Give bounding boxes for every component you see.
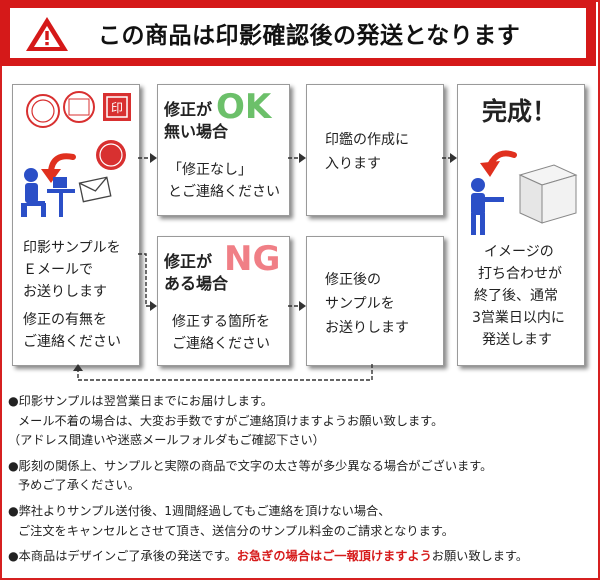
ng-heading-1: 修正が <box>164 252 213 271</box>
done-line4: 3営業日以内に <box>472 310 565 326</box>
note-4: ●本商品はデザインご了承後の発送です。お急ぎの場合はご一報頂けますようお願い致し… <box>8 547 594 567</box>
done-line2: 打ち合わせが <box>478 266 562 282</box>
note-4b: お願い致します。 <box>431 549 529 564</box>
notes-section: ●印影サンプルは翌営業日までにお届けします。 メール不着の場合は、大変お手数です… <box>8 392 594 567</box>
note-4-red: お急ぎの場合はご一報頂けますよう <box>236 549 432 564</box>
col1-line2: Ｅメールで <box>23 262 93 278</box>
col1-line3: お送りします <box>23 284 107 300</box>
note-4a: ●本商品はデザインご了承後の発送です。 <box>8 549 237 564</box>
ok-heading-2: 無い場合 <box>164 122 229 141</box>
col1-line1: 印影サンプルを <box>23 240 121 256</box>
note-3b: ご注文をキャンセルとさせて頂き、送信分のサンプル料金のご請求となります。 <box>18 523 454 538</box>
resend-sample-box: 修正後の サンプルを お送りします <box>306 236 444 366</box>
ng-line1: 修正する箇所を <box>172 314 270 330</box>
note-2: ●彫刻の関係上、サンプルと実際の商品で文字の太さ等が多少異なる場合がございます。 <box>8 458 493 473</box>
ng-heading-2: ある場合 <box>164 274 229 293</box>
note-1: ●印影サンプルは翌営業日までにお届けします。 <box>8 394 273 408</box>
col1-line4: 修正の有無を <box>23 312 107 328</box>
note-3: ●弊社よりサンプル送付後、1週間経過してもご連絡を頂けない場合、 <box>8 503 391 518</box>
ng-result-line2: サンプルを <box>325 296 395 312</box>
col1-line5: ご連絡ください <box>23 334 121 350</box>
note-2b: 予めご了承ください。 <box>18 478 140 493</box>
header-banner: この商品は印影確認後の発送となります <box>0 0 596 66</box>
ng-result-line1: 修正後の <box>325 272 381 288</box>
stamp-sample-illustration: 印 <box>21 91 131 217</box>
start-production-box: 印鑑の作成に 入ります <box>306 84 444 216</box>
sample-email-box: 印 印影サンプルを Ｅメールで お送りします 修正の有無を ご連絡ください <box>12 84 140 366</box>
done-line1: イメージの <box>484 244 554 260</box>
warning-triangle-icon <box>26 17 68 51</box>
ng-badge: NG <box>224 239 281 279</box>
svg-text:印: 印 <box>111 101 123 115</box>
ng-line2: ご連絡ください <box>172 336 270 352</box>
ng-result-line3: お送りします <box>325 320 409 336</box>
ok-line1: 「修正なし」 <box>168 162 252 178</box>
ok-heading-1: 修正が <box>164 100 213 119</box>
ok-line2: とご連絡ください <box>168 184 280 200</box>
shipping-person-illustration <box>471 150 578 235</box>
header-inner: この商品は印影確認後の発送となります <box>10 8 586 58</box>
ok-result-line1: 印鑑の作成に <box>325 132 409 148</box>
note-1c: （アドレス間違いや迷惑メールフォルダもご確認下さい） <box>8 433 325 448</box>
no-correction-box: OK 修正が 無い場合 「修正なし」 とご連絡ください <box>157 84 290 216</box>
header-title: この商品は印影確認後の発送となります <box>98 23 521 49</box>
done-line3: 終了後、通常 <box>474 288 558 304</box>
done-line5: 発送します <box>482 332 552 348</box>
completion-box: 完成！ イメージの 打ち合わせが 終了後、通常 3営業日以内に 発送します <box>457 84 585 366</box>
ok-result-line2: 入ります <box>325 156 381 172</box>
correction-needed-box: NG 修正が ある場合 修正する箇所を ご連絡ください <box>157 236 290 366</box>
ok-badge: OK <box>216 87 272 127</box>
note-1b: メール不着の場合は、大変お手数ですがご連絡頂けますようお願い致します。 <box>18 413 444 428</box>
done-title: 完成！ <box>482 97 558 126</box>
